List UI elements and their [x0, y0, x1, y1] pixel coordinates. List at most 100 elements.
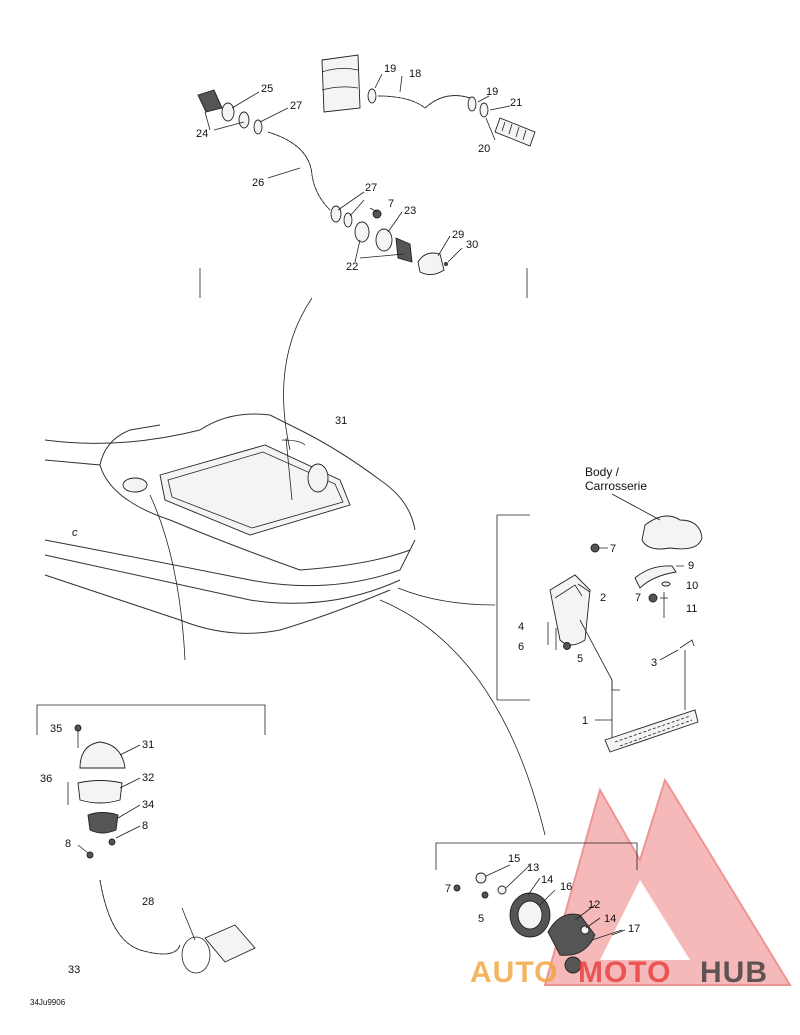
screw-30: [444, 262, 448, 266]
label-11: 11: [686, 603, 697, 615]
label-27: 27: [365, 182, 377, 194]
label-7: 7: [635, 592, 641, 604]
screw-8-left: [86, 851, 94, 859]
clamp-19-left: [367, 88, 377, 104]
label-6: 6: [518, 641, 524, 653]
label-25: 25: [261, 83, 273, 95]
label-5: 5: [577, 653, 583, 665]
washer-23: [375, 228, 393, 252]
pump-housing-12: [547, 913, 596, 956]
cap-29: [417, 252, 445, 275]
label-12: 12: [588, 899, 600, 911]
watermark-text: AUTO MOTO HUB: [470, 956, 768, 989]
part-labels: 19 18 19 21 20 25 27 24 26 27 7 23 29 30…: [30, 63, 698, 1007]
body-label-line1: Body /: [585, 465, 620, 479]
vent-cover-31: [79, 741, 126, 769]
label-26: 26: [252, 177, 264, 189]
label-15: 15: [508, 853, 520, 865]
fitting-22-a: [354, 221, 370, 243]
label-30: 30: [466, 239, 478, 251]
nut-7-pump: [453, 884, 461, 892]
label-10: 10: [686, 580, 698, 592]
vent-on-hull: [122, 477, 148, 493]
label-36: 36: [40, 773, 52, 785]
svg-text:AUTO: AUTO: [470, 956, 558, 989]
svg-text:c: c: [72, 527, 78, 539]
top-hose-assembly: [197, 54, 536, 275]
clamp-28: [181, 936, 211, 974]
label-29: 29: [452, 229, 464, 241]
hose-18: [377, 95, 471, 109]
label-3: 3: [651, 657, 657, 669]
washer-13: [497, 885, 507, 895]
right-bracket-group: [496, 493, 703, 753]
handle-9: [634, 565, 677, 589]
label-7: 7: [610, 543, 616, 555]
label-14: 14: [604, 913, 616, 925]
drawing-code: 34Ju9906: [30, 998, 66, 1007]
label-7: 7: [388, 198, 394, 210]
label-1: 1: [582, 715, 588, 727]
hull-outline: c: [44, 413, 416, 634]
nut-7-bracket: [590, 543, 600, 553]
label-4: 4: [518, 621, 524, 633]
label-24: 24: [196, 128, 208, 140]
label-31: 31: [335, 415, 347, 427]
washer-14-pump: [580, 925, 590, 935]
bolt-17: [591, 929, 623, 941]
clamp-27-bottom-b: [343, 212, 353, 228]
storage-hatch: [159, 444, 351, 536]
screw-8-right: [108, 838, 116, 846]
clamp-20: [479, 102, 489, 118]
nut-5-bracket: [563, 642, 571, 650]
vent-grid-34: [87, 812, 119, 834]
body-panel: [641, 515, 703, 550]
label-7: 7: [445, 883, 451, 895]
label-8: 8: [142, 820, 148, 832]
watermark-triangle-outer: [543, 777, 792, 986]
clamp-27-bottom: [330, 205, 342, 223]
body-label-line2: Carrosserie: [585, 479, 647, 493]
label-22: 22: [346, 261, 358, 273]
clamp-27-top: [238, 111, 250, 129]
cover-16-inner: [517, 900, 543, 930]
fitting-24: [197, 89, 223, 113]
label-21: 21: [510, 97, 522, 109]
nut-5-pump: [481, 891, 489, 899]
watermark-triangle-inner: [600, 880, 690, 960]
leader-top-to-hull: [283, 297, 313, 451]
clamp-27-top-b: [253, 119, 263, 135]
fitting-21: [494, 117, 536, 147]
vent-hose-33: [99, 879, 181, 955]
leader-hull-to-pump: [379, 599, 546, 836]
label-8: 8: [65, 838, 71, 850]
label-34: 34: [142, 799, 154, 811]
svg-text:HUB: HUB: [700, 956, 768, 989]
nut-7-handle: [648, 593, 658, 603]
washer-15: [475, 872, 487, 884]
label-14: 14: [541, 874, 553, 886]
label-32: 32: [142, 772, 154, 784]
label-35: 35: [50, 723, 62, 735]
label-5: 5: [478, 913, 484, 925]
label-9: 9: [688, 560, 694, 572]
vent-part-32: [77, 780, 123, 804]
vent-adapter: [204, 924, 256, 963]
bottom-left-vent-group: [36, 704, 266, 974]
label-16: 16: [560, 881, 572, 893]
leader-hull-to-vent: [149, 494, 186, 661]
fitting-on-hull: [307, 463, 329, 493]
svg-text:MOTO: MOTO: [578, 956, 671, 989]
label-18: 18: [409, 68, 421, 80]
fitting-22-b: [395, 237, 413, 263]
label-33: 33: [68, 964, 80, 976]
clamp-19-right: [467, 96, 477, 112]
grab-strap-1: [604, 709, 699, 753]
label-31: 31: [142, 739, 154, 751]
nut-7-top: [372, 209, 382, 219]
label-19: 19: [486, 86, 498, 98]
bottom-right-pump-group: [435, 842, 638, 974]
label-28: 28: [142, 896, 154, 908]
label-27: 27: [290, 100, 302, 112]
